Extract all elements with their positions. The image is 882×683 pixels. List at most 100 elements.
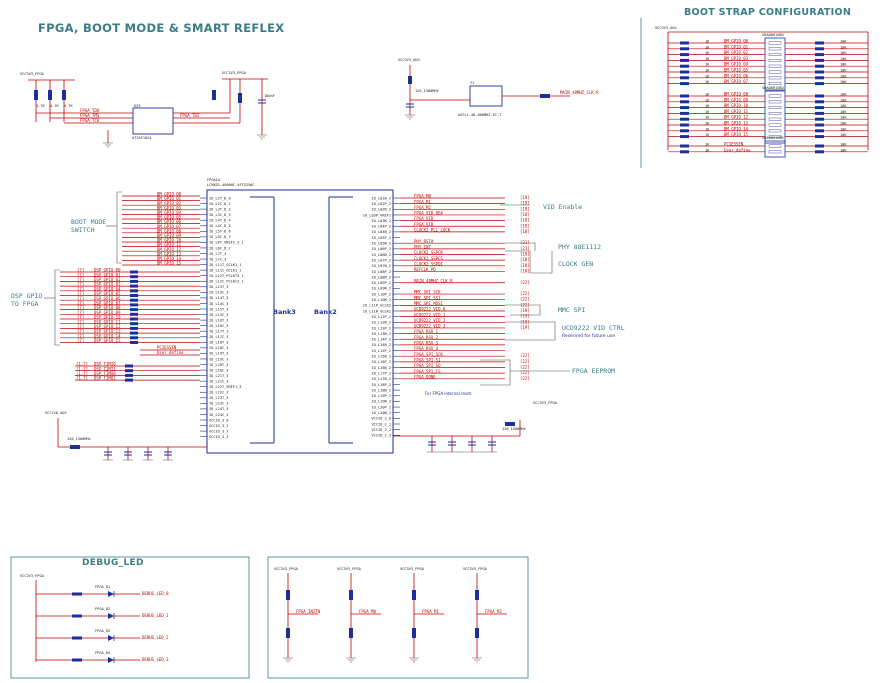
bank3-pin: VCCIO_3_2 bbox=[209, 429, 228, 433]
bank3-pin: IO_L14C_3 bbox=[209, 302, 228, 306]
strap-res-value: 1K bbox=[705, 74, 710, 78]
strap-res-value: 1K bbox=[705, 133, 710, 137]
reserved-note: Reserved for future use bbox=[562, 334, 615, 339]
strap-resistors: VCC3V3_FPGAFPGA_INITNVCC3V3_FPGAFPGA_M0V… bbox=[274, 567, 507, 663]
svg-text:FPGA_TDO: FPGA_TDO bbox=[80, 108, 100, 113]
bank3-pin: IO_L3T_D_2 bbox=[209, 207, 231, 211]
bank2-pin: IO_L10P_2 bbox=[372, 292, 391, 296]
strap-res-value: 10K bbox=[840, 80, 847, 84]
bank2-net: FPGA_SPI_CS bbox=[414, 369, 441, 374]
bank2-pin: IO_L08N_2 bbox=[372, 275, 391, 279]
bank3-pin: IO_L6C_D_2 bbox=[209, 246, 231, 250]
dsp-gpio-net: DSP_GPIO_03 bbox=[94, 282, 121, 287]
bank2-net: MMC_SPI_SS1 bbox=[414, 295, 441, 300]
bank2-net-ref: [18] bbox=[520, 218, 530, 223]
bank2-pin: IO_L18N_2 bbox=[372, 388, 391, 392]
strap-res-value: 10K bbox=[840, 122, 847, 126]
boot-gpio-net: BM_GPIO_07 bbox=[157, 224, 182, 229]
bank2-pin: IO_L02P_2 bbox=[372, 202, 391, 206]
bank2-net-ref: [18] bbox=[520, 252, 530, 257]
fpga-symbol bbox=[206, 189, 394, 454]
boot-gpio-net: BM_GPIO_00 bbox=[157, 192, 182, 197]
bank2-net-ref: [18] bbox=[520, 268, 530, 273]
bank2-pin: IO_L09N_2 bbox=[372, 287, 391, 291]
bank2-pin: VCCIO_2_3 bbox=[372, 434, 391, 438]
bank3-pin-list: IO_L2T_D_0IO_L2C_D_1IO_L3T_D_2IO_L3C_D_3… bbox=[200, 196, 244, 439]
bank3-pin: VCCIO_3_3 bbox=[209, 435, 228, 439]
strap-res-value: 10K bbox=[840, 63, 847, 67]
dip-switch-part: SDA08H1SBD bbox=[762, 136, 784, 140]
bank3-pin: IO_L24C_3 bbox=[209, 413, 228, 417]
dsp-gpio-net: DSP_GPIO_07 bbox=[94, 301, 121, 306]
bank2-pin: IO_L06P_2 bbox=[372, 247, 391, 251]
boot-gpio-net: BM_GPIO_09 bbox=[157, 233, 182, 238]
debug-led-title: DEBUG_LED bbox=[82, 558, 144, 568]
bank3-pin: IO_L24T_3 bbox=[209, 407, 228, 411]
bank3-pin: IO_L2T_D_0 bbox=[209, 196, 231, 200]
bank2-net-ref: [19] bbox=[520, 325, 530, 330]
strap-res-value: 10K bbox=[840, 93, 847, 97]
boot-gpio-net: BM_GPIO_06 bbox=[157, 219, 182, 224]
bank2-pin: IO_L14P_2 bbox=[372, 338, 391, 342]
bank2-net-ref: [22] bbox=[520, 280, 530, 285]
bank2-net: MMC_SPI_SCK bbox=[414, 290, 441, 295]
dsp-timer-net: DSP_TIMO0 bbox=[94, 371, 116, 376]
bank3-pin: IO_L4C_D_5 bbox=[209, 224, 231, 228]
dsp-gpio-net: DSP_GPIO_02 bbox=[94, 277, 121, 282]
bank2-pin-list: IO_L01N_2IO_L02P_2IO_L02N_2IO_L03P_VREF1… bbox=[363, 196, 400, 438]
strap-net: BM_GPIO_14 bbox=[724, 126, 749, 131]
bank2-net-ref: [22] bbox=[520, 376, 530, 381]
bank2-pin: IO_L15N_2 bbox=[372, 355, 391, 359]
bank2-pin: IO_L16N_2 bbox=[372, 366, 391, 370]
phy-note: PHY 88E1112 bbox=[558, 243, 602, 251]
bank2-net: FPGA_M1 bbox=[414, 199, 431, 204]
strap-res-value: 10K bbox=[840, 116, 847, 120]
svg-text:AT25F1024: AT25F1024 bbox=[132, 136, 151, 140]
dsp-gpio-ref: [7] bbox=[77, 282, 84, 287]
bank3-pin: IO_L20T_3 bbox=[209, 363, 228, 367]
bank3-pin: IO_L12T_PCLKT3_1 bbox=[209, 274, 244, 278]
dsp-gpio-net: DSP_GPIO_09 bbox=[94, 310, 121, 315]
dsp-gpio-net: DSP_GPIO_10 bbox=[94, 315, 121, 320]
strap-res-value: 1K bbox=[705, 104, 710, 108]
svg-text:120_1500MHz: 120_1500MHz bbox=[502, 427, 526, 431]
bank2-nets-group: FPGA_M0[19]FPGA_M1[19]FPGA_M2[19]FPGA_VI… bbox=[400, 194, 530, 381]
dip-switch bbox=[764, 37, 786, 91]
fpga-ref: FPGA1A bbox=[207, 178, 221, 182]
strap-res-value: 1K bbox=[705, 127, 710, 131]
dip-switch bbox=[764, 140, 786, 158]
strap-res-value: 10K bbox=[840, 74, 847, 78]
strap-res-value: 1K bbox=[705, 93, 710, 97]
bank3-pin: IO_L22T_VREF1_3 bbox=[209, 385, 241, 389]
bank2-pin: IO_L03N_2 bbox=[372, 219, 391, 223]
bank2-pin: IO_L17N_2 bbox=[372, 377, 391, 381]
dsp-gpio-ref: [7] bbox=[77, 301, 84, 306]
bank2-pin: IO_L07N_2 bbox=[372, 264, 391, 268]
svg-text:120_1500MHz: 120_1500MHz bbox=[415, 89, 439, 93]
bank2-net: UCD9222_VID_1 bbox=[414, 312, 446, 317]
bank2-pin: IO_L13N_2 bbox=[372, 332, 391, 336]
oscillator bbox=[469, 85, 503, 107]
bank3-label: Bank3 bbox=[273, 308, 296, 316]
dsp-timer-net: DSP_TIMI1 bbox=[94, 366, 116, 371]
svg-text:100nF: 100nF bbox=[264, 94, 275, 98]
bank2-net: FPGA_RSV_2 bbox=[414, 335, 439, 340]
bank2-net-ref: [19] bbox=[520, 206, 530, 211]
bank3-pin: IO_L11T_GCLK1_1 bbox=[209, 263, 241, 267]
debug-led-net: DEBUG_LED_2 bbox=[142, 635, 169, 640]
bank3-pin: IO_L5T_D_6 bbox=[209, 230, 231, 234]
dsp-gpio-net: DSP_GPIO_13 bbox=[94, 329, 121, 334]
boot-gpio-net: BM_GPIO_15 bbox=[157, 261, 182, 266]
dsp-gpio-ref: [7] bbox=[77, 296, 84, 301]
strap-res-value: 10K bbox=[840, 57, 847, 61]
bank2-net: FPGA_SPI_SI bbox=[414, 357, 441, 362]
bank2-net-ref: [19] bbox=[520, 195, 530, 200]
bank2-net-ref: [22] bbox=[520, 297, 530, 302]
boot-mode-note-1: BOOT MODE bbox=[71, 218, 107, 226]
strap-vcc-label: VCC3V3_FPGA bbox=[337, 567, 362, 571]
dsp-gpio-ref: [7] bbox=[77, 333, 84, 338]
bank2-net: MMC_SPI_MOSI bbox=[414, 301, 443, 306]
bank2-pin: VCCIO_2_0 bbox=[372, 417, 391, 421]
pcie-ssen-net: PCIESSEN bbox=[157, 345, 177, 350]
